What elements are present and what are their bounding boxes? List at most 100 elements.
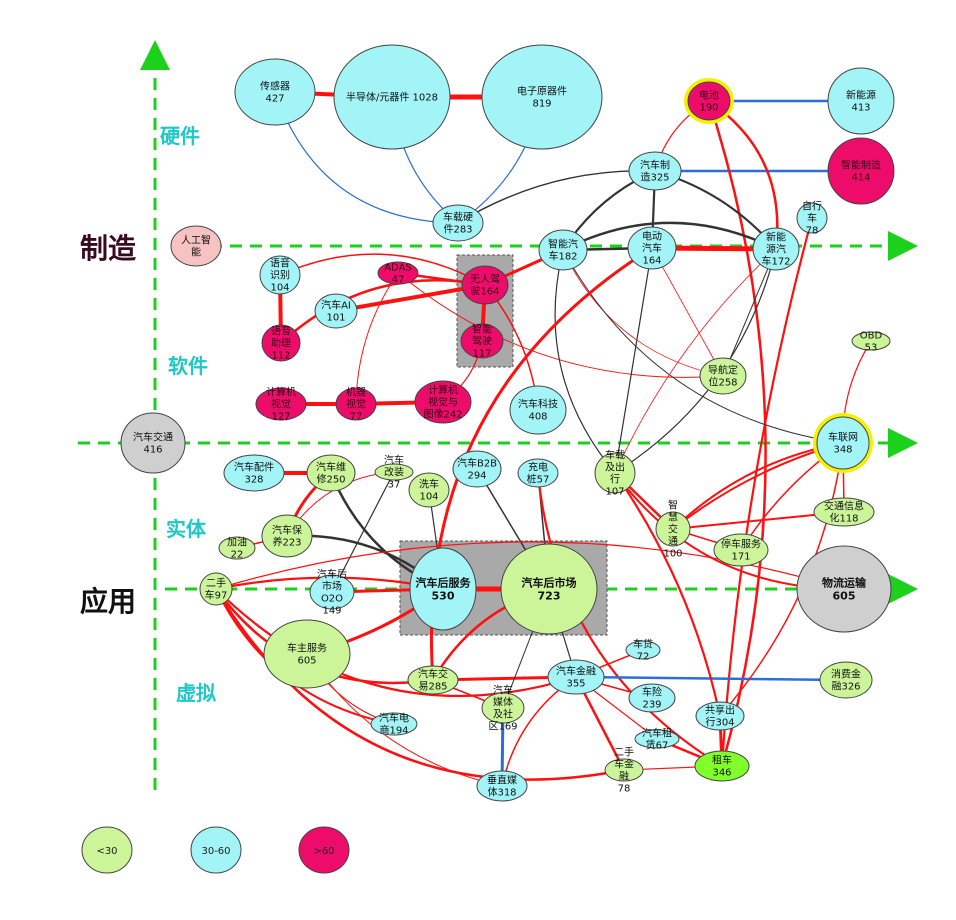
- edge-travel-sharedtravel: [614, 472, 722, 717]
- node-label: 融: [619, 771, 629, 783]
- node-circle: [628, 683, 676, 713]
- legend-label: 30-60: [201, 846, 230, 857]
- node-label: 112: [271, 351, 290, 362]
- node-label: 605: [833, 589, 856, 602]
- node-circle: [314, 293, 358, 329]
- node-label: 239: [642, 700, 661, 711]
- edge-ev-travel: [614, 247, 653, 474]
- node-circle: [655, 511, 691, 547]
- node-label: ADAS: [384, 263, 412, 274]
- node-label: 洗车: [419, 478, 439, 491]
- node-label: 819: [532, 99, 551, 110]
- node-label: 413: [851, 103, 870, 114]
- node-label: 车主服务: [287, 642, 327, 655]
- node-circle: [604, 758, 644, 782]
- node-circle: [407, 665, 459, 695]
- node-label: 427: [265, 94, 284, 105]
- node-circle: [335, 387, 377, 421]
- node-label: 汽车科技: [518, 398, 558, 411]
- node-circle: [517, 458, 559, 488]
- node-label: 348: [833, 445, 852, 456]
- node-semi[interactable]: 半导体/元器件 1028: [333, 44, 451, 150]
- node-label: 汽车后服务: [416, 575, 472, 589]
- node-label: 视觉与: [428, 396, 458, 409]
- node-label: 汽车配件: [234, 461, 274, 474]
- node-circle: [627, 226, 677, 270]
- node-label: 汽车AI: [321, 299, 351, 312]
- node-label: 汽车维: [316, 461, 346, 474]
- node-label: 能: [191, 246, 201, 259]
- node-circle: [432, 204, 484, 242]
- node-label: 二手: [206, 577, 226, 590]
- node-label: 汽车电: [379, 712, 409, 725]
- node-label: 二手: [614, 746, 634, 759]
- node-circle: [816, 416, 870, 470]
- node-circle: [752, 227, 800, 271]
- node-circle: [827, 67, 895, 135]
- node-label: OBD: [860, 331, 883, 342]
- node-label: 汽车后市场: [522, 575, 577, 589]
- node-label: 车172: [761, 255, 790, 268]
- node-circle: [223, 454, 285, 492]
- edge-logistics-usedcar: [215, 541, 845, 590]
- node-label: 78: [618, 784, 631, 795]
- node-circle: [452, 450, 502, 488]
